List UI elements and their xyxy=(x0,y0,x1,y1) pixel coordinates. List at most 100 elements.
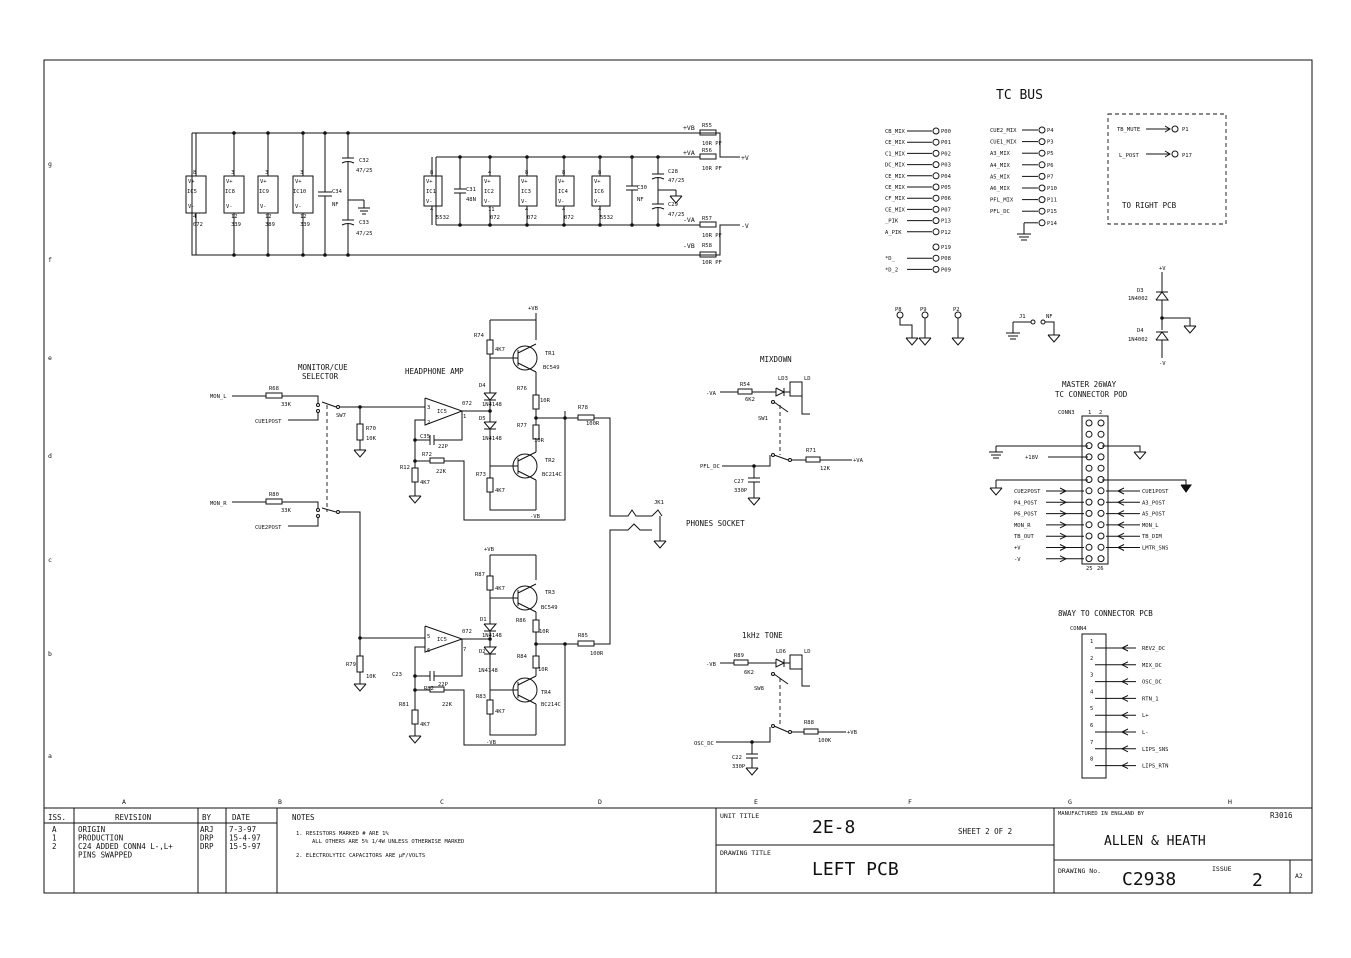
revision-by: DRP xyxy=(200,834,214,843)
tc-bus-pin-label: P12 xyxy=(941,230,951,236)
mixdown-section: MIXDOWN -VA R54 6K2 LD3 LD SW1 R71 12K +… xyxy=(700,355,864,506)
grid-letter: b xyxy=(48,650,52,658)
tc-bus-signal: PFL_MIX xyxy=(990,198,1014,204)
pin-col-label: 2 xyxy=(1099,410,1102,416)
pin-label: V+ xyxy=(295,179,302,185)
tc-bus-pin xyxy=(932,265,940,273)
pin-number: 12 xyxy=(265,214,272,220)
resistor-value: 6K2 xyxy=(745,397,755,403)
transistor-ref: TR4 xyxy=(541,690,552,696)
cue2post-label: CUE2POST xyxy=(255,525,282,531)
vb-neg-label: -VB xyxy=(530,514,541,520)
resistor-ref: R81 xyxy=(399,702,409,708)
pin-number: 12 xyxy=(231,214,238,220)
pin-col-label: 26 xyxy=(1097,566,1104,572)
pin-number: 6 xyxy=(427,648,430,654)
grid-letter: a xyxy=(48,752,52,760)
ic-ref: IC5 xyxy=(437,409,447,415)
cap-value: 47/25 xyxy=(668,212,685,218)
transistor-ref: TR3 xyxy=(545,590,555,596)
arrow-icon xyxy=(1120,678,1129,686)
tc-bus-pin xyxy=(1038,161,1046,169)
tc-bus-pin-label: P11 xyxy=(1047,198,1057,204)
revision-text: ORIGIN xyxy=(78,825,105,834)
by-header: BY xyxy=(202,813,212,822)
conn3-signal: CUE1POST xyxy=(1142,489,1169,495)
sheet-size: A2 xyxy=(1295,872,1303,880)
cap-ref: C31 xyxy=(466,187,476,193)
diode-ref: D4 xyxy=(1137,328,1144,334)
resistor-value: 10R xyxy=(534,438,545,444)
tc-bus-signal: CF_MIX xyxy=(885,196,906,202)
ic-ref: IC8 xyxy=(225,189,235,195)
connector-pin xyxy=(1085,498,1093,506)
tc-bus-pin xyxy=(932,228,940,236)
v-pos-label: +V xyxy=(1159,266,1166,272)
cap-ref: C35 xyxy=(420,434,430,440)
tc-bus-pin-label: P00 xyxy=(941,129,951,135)
transistor-ref: TR1 xyxy=(545,351,555,357)
diode-ref: D4 xyxy=(479,383,486,389)
master-connector-section: MASTER 26WAY TC CONNECTOR POD CONN3 1 2 … xyxy=(989,380,1192,572)
resistor-value: 10R PF xyxy=(702,166,722,172)
conn3-right-signals: CUE1POSTA3_POSTA5_POSTMON_LTB_DIMLMTR_SN… xyxy=(1106,487,1169,552)
tb-mute-pin: P1 xyxy=(1182,127,1189,133)
sw7-label: SW7 xyxy=(336,413,346,419)
tc-bus-pin xyxy=(932,172,940,180)
unit-title-label: UNIT TITLE xyxy=(720,812,759,820)
resistor-ref: R85 xyxy=(578,633,588,639)
resistor-value: 100R xyxy=(586,421,600,427)
tc-bus-pin xyxy=(932,217,940,225)
tc-bus-signal: CE_MIX xyxy=(885,174,906,180)
connector-pin xyxy=(1085,555,1093,563)
resistor-value: 10R PF xyxy=(702,260,722,266)
revision-iss: 2 xyxy=(52,842,57,851)
revision-iss: 1 xyxy=(52,834,57,843)
resistor-value: 22K xyxy=(436,469,447,475)
cue1post-label: CUE1POST xyxy=(255,419,282,425)
tc-bus-pin xyxy=(1038,219,1046,227)
pin-number: 2 xyxy=(427,420,430,426)
arrow-icon xyxy=(1116,544,1125,551)
conn3-signal: MON_R xyxy=(1014,523,1031,529)
ic-type: 389 xyxy=(265,222,275,228)
note-1: 1. RESISTORS MARKED # ARE 1% xyxy=(296,831,389,837)
tb-mute-label: TB_MUTE xyxy=(1117,127,1140,133)
connector-pin xyxy=(1097,498,1105,506)
vb-pos-label: +VB xyxy=(847,730,858,736)
ic-type: 5532 xyxy=(436,215,449,221)
ic-ic5-power: 8 V+ IC5 V- 4 072 xyxy=(185,133,207,255)
eightway-title: 8WAY TO CONNECTOR PCB xyxy=(1058,609,1153,618)
pin-label: V+ xyxy=(594,179,601,185)
sheet-number: SHEET 2 OF 2 xyxy=(958,827,1012,836)
led-ref: LD3 xyxy=(778,376,788,382)
arrow-icon xyxy=(1059,544,1068,551)
connector-pin xyxy=(1097,555,1105,563)
tc-bus-title: TC BUS xyxy=(996,88,1043,103)
pin-label: P8 xyxy=(895,307,902,313)
pin-label: V- xyxy=(226,204,233,210)
eightway-connector-section: 8WAY TO CONNECTOR PCB CONN4 1REV2_DC2MIX… xyxy=(1058,609,1169,779)
diode-type: 1N4148 xyxy=(482,436,502,442)
connector-pin xyxy=(1085,487,1093,495)
grid-letter: g xyxy=(48,160,52,168)
conn3-pins xyxy=(1085,419,1105,563)
resistor-value: 4K7 xyxy=(420,722,430,728)
ic-type: 5532 xyxy=(600,215,613,221)
grid-letter: H xyxy=(1228,798,1232,806)
conn4-signal: REV2_DC xyxy=(1142,646,1165,652)
conn3-signal: MON_L xyxy=(1142,523,1159,529)
tc-bus-signal: A3_MIX xyxy=(990,151,1011,157)
unit-title: 2E-8 xyxy=(812,817,855,838)
ic-type: 339 xyxy=(231,222,241,228)
tc-bus-pin xyxy=(932,149,940,157)
pin-number: 4 xyxy=(562,207,566,213)
arrow-icon xyxy=(1059,498,1068,506)
cap-ref: C34 xyxy=(332,189,343,195)
ic-ref: IC1 xyxy=(426,189,436,195)
l-post-label: L_POST xyxy=(1119,153,1140,159)
resistor-ref: R76 xyxy=(517,386,527,392)
connector-pin xyxy=(1097,453,1105,461)
